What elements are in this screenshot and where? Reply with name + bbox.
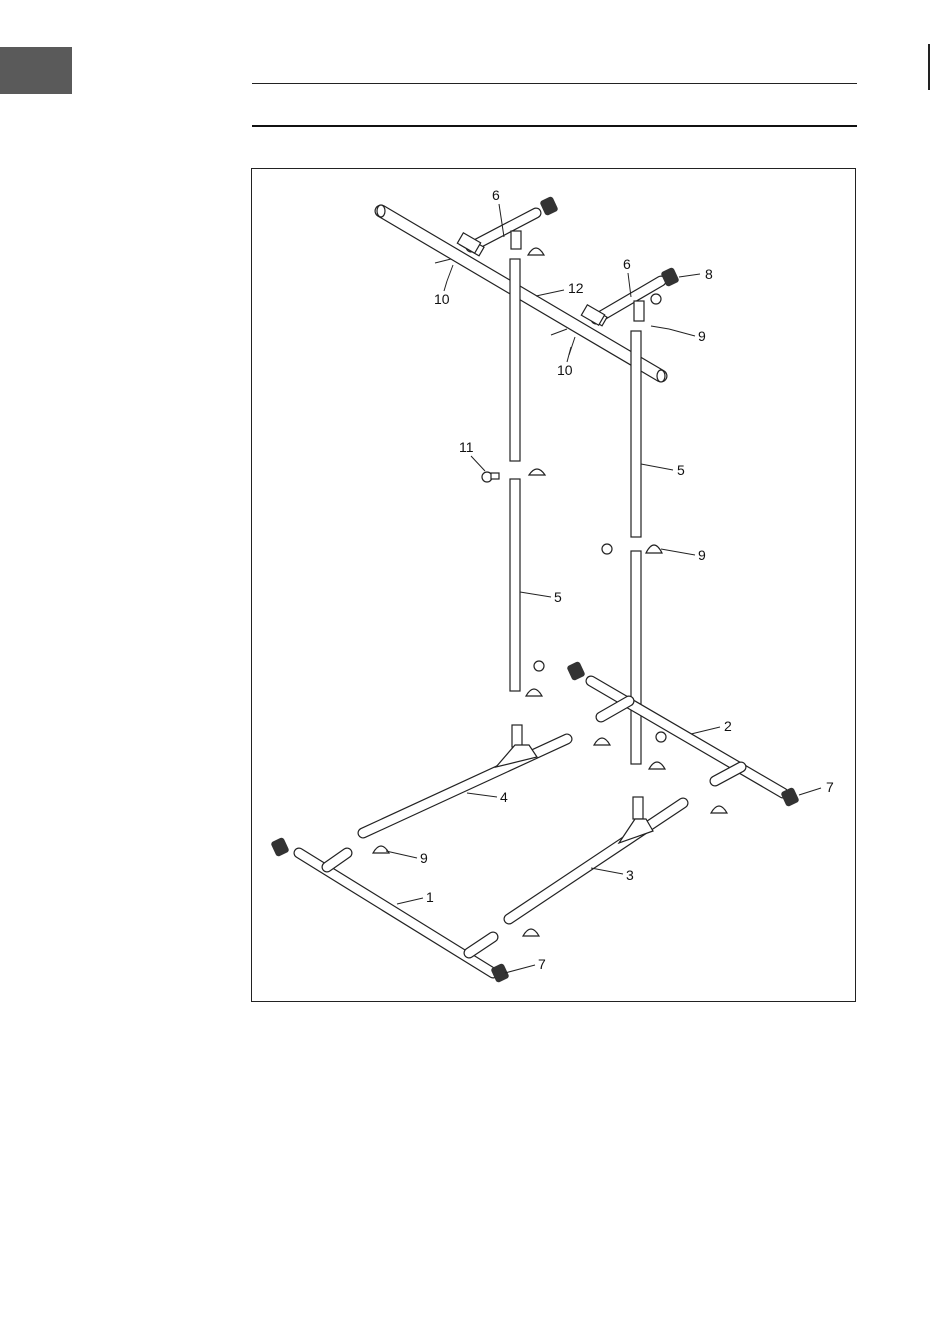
callout-7-right: 7 <box>826 779 834 795</box>
callout-10-right: 10 <box>557 362 573 378</box>
callout-12: 12 <box>568 280 584 296</box>
base-bar-part-4 <box>363 725 567 833</box>
callout-6-left: 6 <box>492 187 500 203</box>
end-cap-base-2-left <box>566 661 585 681</box>
right-vertical-pole-upper-part-5 <box>631 331 641 537</box>
callout-5-left: 5 <box>554 589 562 605</box>
left-vertical-pole-lower-part-5 <box>510 479 520 691</box>
callout-7-bottom: 7 <box>538 956 546 972</box>
hardware-clip-mid-left <box>529 469 545 475</box>
callout-3: 3 <box>626 867 634 883</box>
base-bar-part-2 <box>591 681 783 793</box>
callout-9-mid: 9 <box>698 547 706 563</box>
hardware-clip-mid-right <box>646 545 662 553</box>
callout-4: 4 <box>500 789 508 805</box>
callout-5-right: 5 <box>677 462 685 478</box>
hardware-clip-top-left <box>528 248 544 255</box>
hardware-knob-11 <box>482 472 499 482</box>
callout-8: 8 <box>705 266 713 282</box>
callout-6-right: 6 <box>623 256 631 272</box>
callout-9-top: 9 <box>698 328 706 344</box>
end-cap-base-1-left <box>270 837 289 857</box>
page-edge-mark <box>928 44 930 90</box>
right-vertical-pole-lower <box>631 551 641 764</box>
hardware-clip-front-left <box>373 846 389 853</box>
callout-1: 1 <box>426 889 434 905</box>
header-rule-thin <box>252 83 857 84</box>
hardware-pin-top-right <box>651 294 669 329</box>
hardware-knob-mid-right <box>602 544 612 554</box>
base-bar-part-1 <box>299 853 493 973</box>
callout-10-left: 10 <box>434 291 450 307</box>
callout-2: 2 <box>724 718 732 734</box>
hardware-clip-front-center <box>523 929 539 936</box>
language-tab-marker <box>0 47 72 94</box>
base-bar-part-3 <box>509 797 683 919</box>
header-rule-thick <box>252 125 857 127</box>
hardware-clip-bottom-left-pole <box>526 661 544 696</box>
assembly-diagram: 6 6 8 12 10 10 9 11 5 9 5 2 7 4 9 3 1 7 <box>252 169 857 1003</box>
callout-11: 11 <box>459 439 474 455</box>
end-cap-top-left <box>539 196 558 216</box>
callout-9-bottom: 9 <box>420 850 428 866</box>
assembly-diagram-frame: 6 6 8 12 10 10 9 11 5 9 5 2 7 4 9 3 1 7 <box>251 168 856 1002</box>
left-vertical-pole-upper <box>510 259 520 461</box>
